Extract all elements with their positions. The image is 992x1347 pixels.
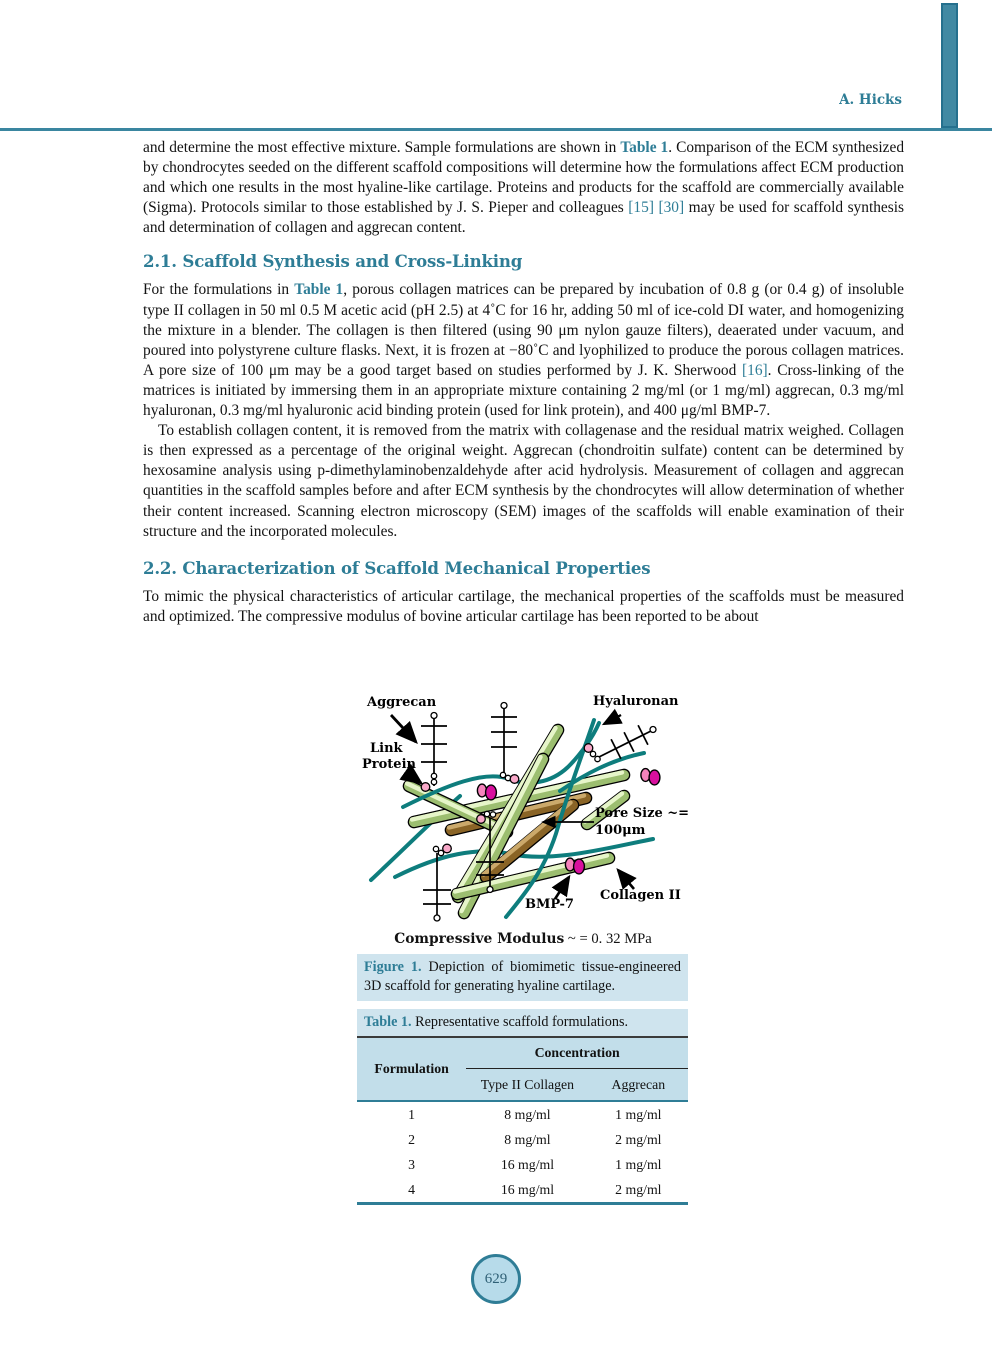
column-header-aggrecan: Aggrecan <box>588 1068 688 1102</box>
table-cell: 16 mg/ml <box>500 1181 555 1197</box>
text-run: . Comparison of the ECM synthesized by c… <box>143 139 905 217</box>
link-protein <box>476 810 497 824</box>
table-cell: 1 mg/ml <box>615 1106 662 1122</box>
figure-1-diagram: Aggrecan Hyaluronan Link Protein Pore Si… <box>357 686 689 948</box>
modulus-value: ~ = 0. 32 MPa <box>564 931 652 947</box>
table-ref-link[interactable]: Table 1 <box>620 139 669 156</box>
link-protein <box>420 772 438 792</box>
text-run: may be used for scaffold synthesis and d… <box>143 199 905 237</box>
figure-caption-text: Depiction of biomimetic tissue-engineere… <box>364 959 681 994</box>
table-row: 4 16 mg/ml 2 mg/ml <box>357 1177 688 1204</box>
bmp7-label: BMP-7 <box>525 897 574 912</box>
aggrecan-molecule <box>423 853 451 922</box>
bmp7-molecule <box>640 767 661 786</box>
table-row: 2 8 mg/ml 2 mg/ml <box>357 1127 688 1152</box>
paragraph: To mimic the physical characteristics of… <box>143 587 904 627</box>
table-cell: 16 mg/ml <box>500 1156 555 1172</box>
hyaluronan-arrow <box>601 708 623 726</box>
page-number: 629 <box>484 1270 508 1287</box>
paragraph: To establish collagen content, it is rem… <box>143 421 904 542</box>
text-run: For the formulations in <box>143 281 295 299</box>
table-cell: 4 <box>408 1181 416 1197</box>
bmp7-arrow <box>551 874 571 900</box>
table-ref-tag: Table 1. <box>364 1014 412 1030</box>
section-heading-2-2: 2.2. Characterization of Scaffold Mechan… <box>143 557 651 578</box>
compressive-modulus-note: Compressive Modulus ~ = 0. 32 MPa <box>357 931 689 948</box>
formulations-table: Formulation Concentration Type II Collag… <box>357 1036 688 1205</box>
pore-size-label: Pore Size ~= <box>595 806 689 821</box>
table-cell: 3 <box>408 1156 416 1172</box>
scaffold-diagram: Aggrecan Hyaluronan Link Protein Pore Si… <box>362 694 689 922</box>
pore-size-label: 100μm <box>595 823 646 838</box>
paragraph: and determine the most effective mixture… <box>143 138 904 238</box>
table-cell: 2 mg/ml <box>615 1131 662 1147</box>
figure-caption: Figure 1. Depiction of biomimetic tissue… <box>357 954 688 1001</box>
collagen-rod <box>580 789 631 831</box>
aggrecan-arrow <box>389 714 418 745</box>
link-protein-arrow <box>399 763 424 785</box>
modulus-label: Compressive Modulus <box>394 931 565 947</box>
text-run: and determine the most effective mixture… <box>143 139 621 156</box>
table-caption: Table 1. Representative scaffold formula… <box>357 1009 688 1036</box>
collagen-label: Collagen II <box>600 888 681 903</box>
body-column: and determine the most effective mixture… <box>143 0 904 627</box>
paragraph: For the formulations in Table 1, porous … <box>143 280 904 421</box>
table-cell: 1 <box>408 1106 416 1122</box>
link-protein <box>432 843 452 857</box>
table-cell: 2 mg/ml <box>615 1181 662 1197</box>
hyaluronan-label: Hyaluronan <box>593 694 679 709</box>
citation-link[interactable]: [15] [30] <box>628 199 685 217</box>
table-cell: 2 <box>408 1131 416 1147</box>
aggrecan-molecule <box>476 818 504 894</box>
link-protein-label: Protein <box>362 757 417 772</box>
figure-ref-tag: Figure 1. <box>364 959 422 975</box>
text-run: To mimic the physical characteristics of… <box>143 587 904 625</box>
section-heading-2-1: 2.1. Scaffold Synthesis and Cross-Linkin… <box>143 251 523 272</box>
table-cell: 8 mg/ml <box>504 1106 551 1122</box>
text-run: . Cross-linking of the matrices is initi… <box>143 361 904 420</box>
header-rule <box>0 128 992 131</box>
citation-link[interactable]: [16] <box>742 361 768 379</box>
bmp7-molecule <box>476 783 498 801</box>
text-run: To establish collagen content, it is rem… <box>143 422 904 540</box>
collagen-arrow <box>616 868 637 890</box>
column-header-concentration: Concentration <box>466 1037 688 1069</box>
table-ref-link[interactable]: Table 1 <box>294 281 344 299</box>
column-header-formulation: Formulation <box>357 1037 467 1102</box>
hyaluronan-strand <box>558 751 646 793</box>
table-header: Formulation Concentration Type II Collag… <box>357 1037 688 1102</box>
column-header-type-ii-collagen: Type II Collagen <box>466 1068 589 1102</box>
running-head-author: A. Hicks <box>839 92 902 108</box>
header-accent-bar <box>941 3 958 128</box>
link-protein <box>499 771 520 784</box>
page-number-badge: 629 <box>471 1254 521 1304</box>
table-caption-text: Representative scaffold formulations. <box>411 1014 629 1030</box>
table-cell: 8 mg/ml <box>504 1131 551 1147</box>
link-protein <box>583 743 601 763</box>
table-cell: 1 mg/ml <box>615 1156 662 1172</box>
link-protein-label: Link <box>370 741 404 756</box>
table-row: 1 8 mg/ml 1 mg/ml <box>357 1101 688 1127</box>
table-row: 3 16 mg/ml 1 mg/ml <box>357 1152 688 1177</box>
aggrecan-label: Aggrecan <box>366 695 437 710</box>
aggrecan-molecule <box>491 701 517 773</box>
table-body: 1 8 mg/ml 1 mg/ml 2 8 mg/ml 2 mg/ml 3 16 mg/ml 1… <box>357 1101 688 1204</box>
text-run: , porous collagen matrices can be prepar… <box>143 281 904 379</box>
aggrecan-molecule <box>596 724 657 760</box>
bmp7-molecule <box>564 857 586 875</box>
